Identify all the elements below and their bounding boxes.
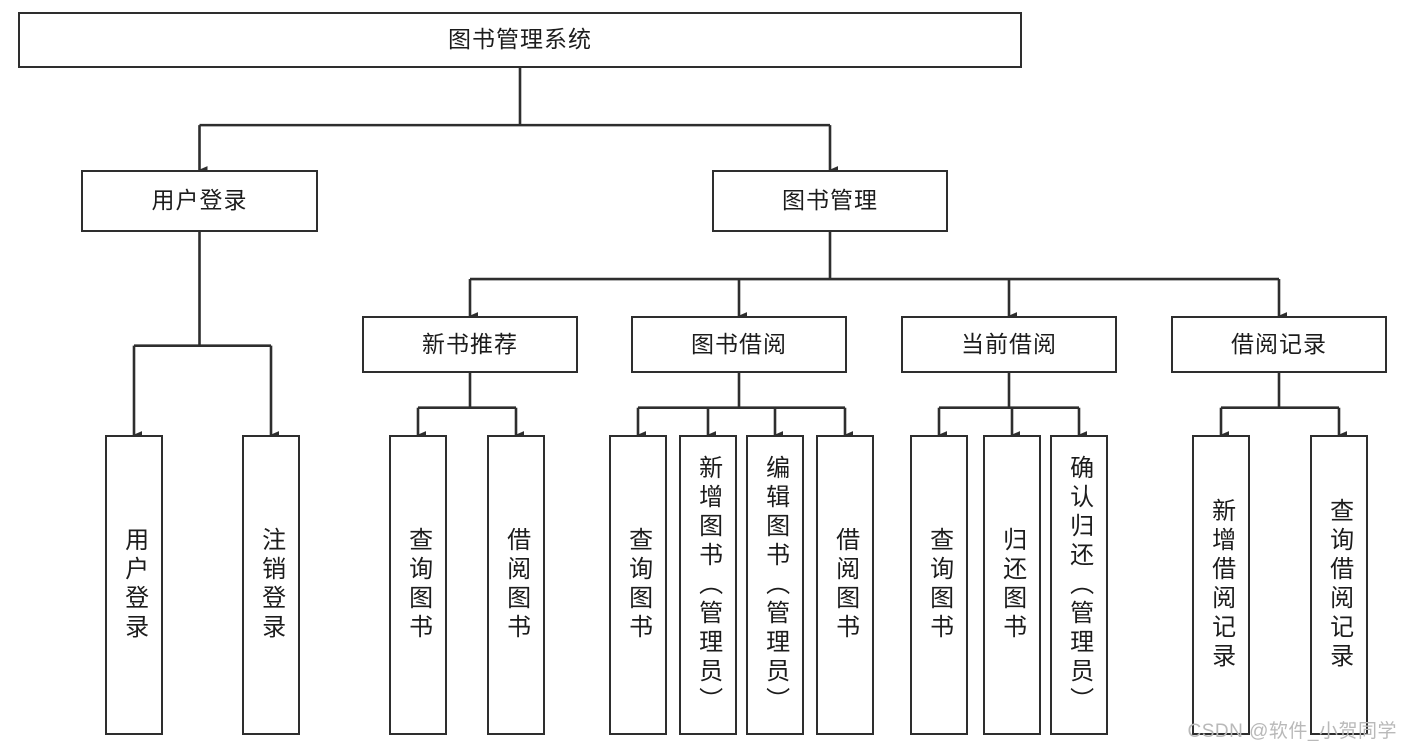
node-leaf-return-book[interactable]: 归还图书 [983, 435, 1041, 735]
node-label: 新增借阅记录 [1207, 498, 1235, 672]
node-label: 借阅图书 [502, 527, 530, 643]
node-leaf-query-book-2[interactable]: 查询图书 [609, 435, 667, 735]
node-leaf-user-login[interactable]: 用户登录 [105, 435, 163, 735]
node-label: 注销登录 [257, 527, 285, 643]
node-user-login[interactable]: 用户登录 [81, 170, 318, 232]
node-leaf-borrow-book-1[interactable]: 借阅图书 [487, 435, 545, 735]
node-label: 图书借阅 [691, 330, 787, 357]
node-label: 查询图书 [925, 527, 953, 643]
node-label: 确认归还（管理员） [1065, 454, 1093, 716]
node-label: 查询图书 [624, 527, 652, 643]
node-label: 新书推荐 [422, 330, 518, 357]
node-label: 图书管理系统 [448, 26, 592, 53]
node-label: 用户登录 [120, 527, 148, 643]
node-new-book-rec[interactable]: 新书推荐 [362, 316, 578, 373]
node-borrow-record[interactable]: 借阅记录 [1171, 316, 1387, 373]
node-label: 新增图书（管理员） [694, 454, 722, 716]
node-label: 借阅记录 [1231, 330, 1327, 357]
node-leaf-query-record[interactable]: 查询借阅记录 [1310, 435, 1368, 735]
node-leaf-query-book-3[interactable]: 查询图书 [910, 435, 968, 735]
node-label: 用户登录 [151, 187, 248, 214]
node-label: 当前借阅 [961, 330, 1057, 357]
node-label: 归还图书 [998, 527, 1026, 643]
node-leaf-confirm-return[interactable]: 确认归还（管理员） [1050, 435, 1108, 735]
node-root[interactable]: 图书管理系统 [18, 12, 1022, 68]
node-leaf-user-logout[interactable]: 注销登录 [242, 435, 300, 735]
node-book-admin[interactable]: 图书管理 [712, 170, 948, 232]
node-label: 借阅图书 [831, 527, 859, 643]
node-leaf-borrow-book-2[interactable]: 借阅图书 [816, 435, 874, 735]
node-label: 查询图书 [404, 527, 432, 643]
node-leaf-add-record[interactable]: 新增借阅记录 [1192, 435, 1250, 735]
node-leaf-add-book[interactable]: 新增图书（管理员） [679, 435, 737, 735]
node-leaf-query-book-1[interactable]: 查询图书 [389, 435, 447, 735]
node-label: 查询借阅记录 [1325, 498, 1353, 672]
node-label: 图书管理 [782, 187, 878, 214]
node-book-borrow[interactable]: 图书借阅 [631, 316, 847, 373]
node-current-borrow[interactable]: 当前借阅 [901, 316, 1117, 373]
node-leaf-edit-book[interactable]: 编辑图书（管理员） [746, 435, 804, 735]
node-label: 编辑图书（管理员） [761, 454, 789, 716]
watermark: CSDN @软件_小贺同学 [1187, 721, 1397, 742]
